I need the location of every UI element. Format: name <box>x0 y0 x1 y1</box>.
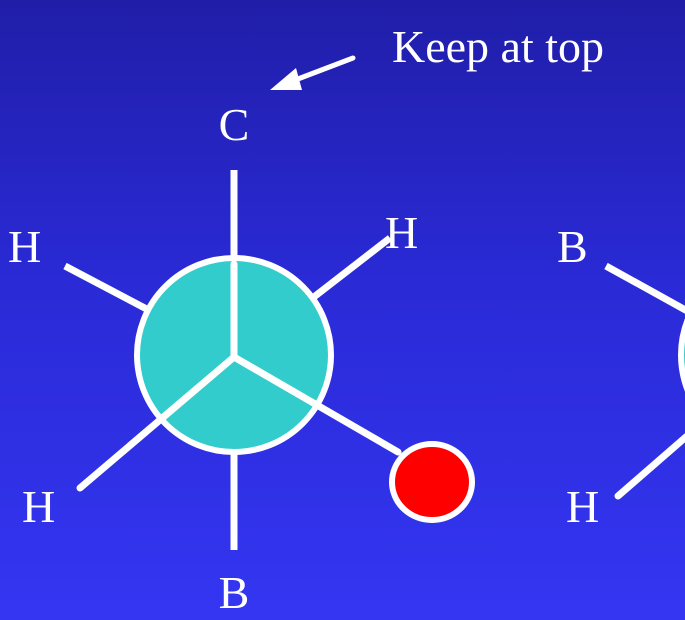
atom-label-lower-left: H <box>22 481 55 532</box>
atom-label-upper-right: H <box>385 207 418 258</box>
right-atom-label-lower-left: H <box>566 481 599 532</box>
atom-label-bottom: B <box>219 567 250 618</box>
annotation-arrow <box>270 55 356 90</box>
front-bond-lower-right <box>230 353 402 456</box>
right-back-bond-upper-left <box>604 262 685 314</box>
right-atom-label-upper-left: B <box>557 221 588 272</box>
back-bond-upper-right <box>307 235 393 303</box>
right-back-carbon-circle <box>678 318 685 392</box>
annotation-text: Keep at top <box>392 21 604 72</box>
atom-label-upper-left: H <box>8 221 41 272</box>
front-bond-lower-left <box>76 353 238 492</box>
right-front-bond-lower-left <box>614 433 685 500</box>
back-bond-upper-left <box>63 262 160 319</box>
newman-projection-left: C H H H B <box>8 99 475 618</box>
atom-label-top: C <box>219 99 250 150</box>
highlighted-substituent-atom <box>389 441 475 523</box>
newman-projection-right: B H <box>557 221 685 532</box>
